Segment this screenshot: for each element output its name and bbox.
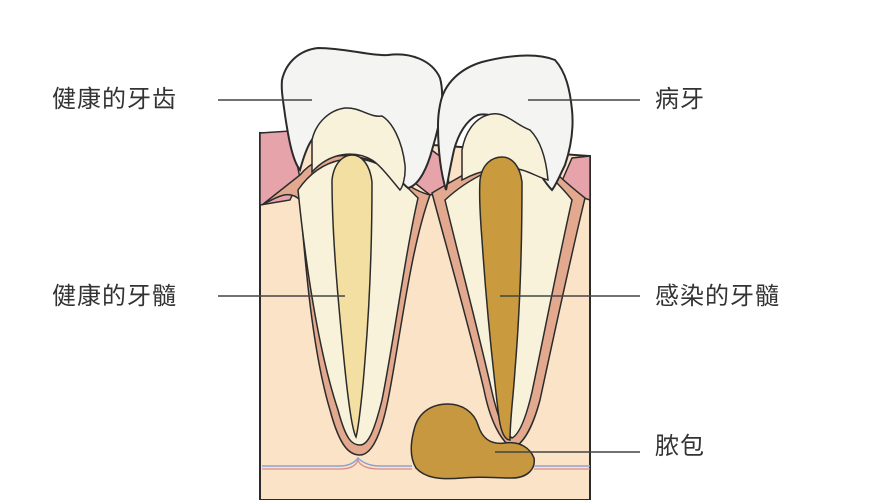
abscess <box>410 403 535 480</box>
label-healthy-tooth: 健康的牙齿 <box>52 85 177 113</box>
label-abscess: 脓包 <box>655 432 705 460</box>
nerve-line-red <box>262 458 590 470</box>
healthy-pulp <box>331 154 373 439</box>
healthy-crown-dentin <box>311 107 406 192</box>
nerve-line-blue <box>262 456 590 467</box>
infected-pulp <box>478 156 523 441</box>
label-diseased-tooth: 病牙 <box>655 85 705 113</box>
label-infected-pulp: 感染的牙髓 <box>655 282 780 310</box>
label-healthy-pulp: 健康的牙髓 <box>52 282 177 310</box>
